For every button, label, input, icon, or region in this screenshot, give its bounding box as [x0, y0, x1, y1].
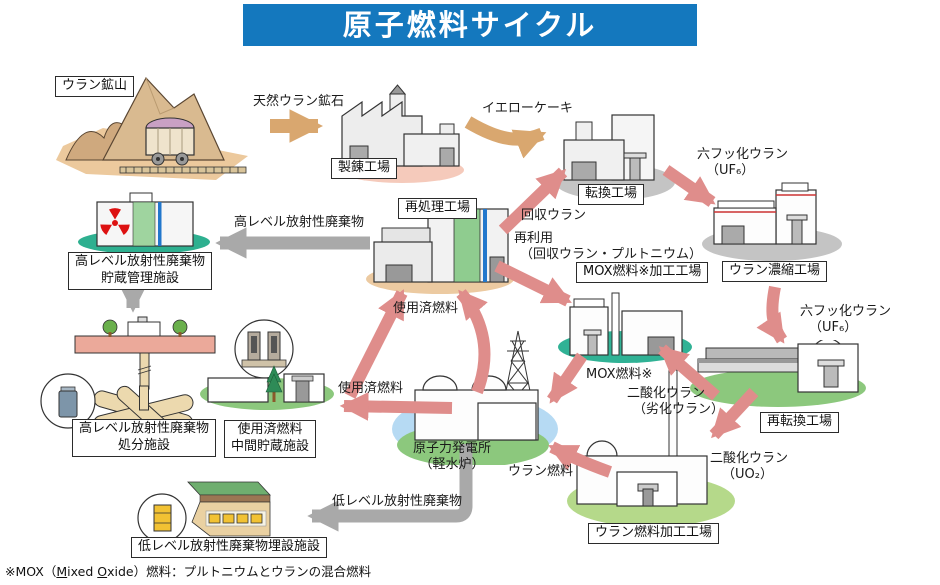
label-mox-fuel: MOX燃料※ [586, 367, 653, 382]
conversion-plant-illustration [555, 114, 675, 200]
label-uo2-depleted-line1: 二酸化ウラン [627, 386, 706, 401]
label-uo2-line1: 二酸化ウラン [710, 451, 789, 466]
page-title: 原子燃料サイクル [243, 4, 697, 46]
arrow-uf6-to-reconversion [756, 285, 788, 344]
label-reuse-line2: （回収ウラン・プルトニウム） [520, 246, 703, 262]
label-spent-fuel-to-interim: 使用済燃料 [338, 381, 404, 396]
enrichment-label: ウラン濃縮工場 [722, 261, 828, 282]
label-llw: 低レベル放射性廃棄物 [332, 494, 463, 509]
power-plant-label-line1: 原子力発電所 [412, 441, 491, 456]
footnote-m-underlined: M [56, 564, 68, 579]
footnote: ※MOX（Mixed Oxide）燃料：プルトニウムとウランの混合燃料 [5, 561, 371, 580]
radiation-icon [100, 208, 130, 235]
hlw-disposal-label-line2: 処分施設 [118, 437, 171, 453]
label-uf6-top-line1: 六フッ化ウラン [697, 147, 789, 162]
hlw-storage-label-line1: 高レベル放射性廃棄物 [75, 254, 206, 269]
llw-burial-illustration [137, 481, 271, 543]
label-uf6-mid-line2: （UF₆） [809, 319, 858, 335]
label-spent-fuel-to-reprocessing: 使用済燃料 [393, 301, 459, 316]
label-uo2-depleted-line2: （劣化ウラン） [633, 401, 725, 417]
label-uranium-fuel: ウラン燃料 [508, 464, 574, 479]
label-recovered-uranium: 回収ウラン [521, 208, 587, 223]
reprocessing-plant-illustration [366, 198, 514, 294]
enrichment-plant-illustration [702, 182, 842, 261]
conversion-label: 転換工場 [578, 184, 645, 205]
label-uf6-mid-line1: 六フッ化ウラン [800, 304, 892, 319]
rail-track-icon [119, 166, 247, 174]
hlw-disposal-illustration [40, 316, 216, 440]
refining-label: 製錬工場 [331, 158, 398, 179]
interim-storage-label-line1: 使用済燃料 [237, 422, 303, 437]
hlw-storage-label-line2: 貯蔵管理施設 [101, 270, 180, 286]
power-plant-label-line2: （軽水炉） [419, 457, 485, 473]
interim-storage-label: 使用済燃料 中間貯蔵施設 [224, 420, 317, 458]
mine-label: ウラン鉱山 [55, 76, 135, 97]
waste-drum-icon [153, 504, 172, 532]
footnote-part3: xide）燃料：プルトニウムとウランの混合燃料 [107, 564, 372, 579]
label-natural-uranium-ore: 天然ウラン鉱石 [253, 94, 345, 109]
label-reuse: 再利用 （回収ウラン・プルトニウム） [514, 231, 702, 262]
uranium-fuel-fab-label: ウラン燃料加工工場 [588, 523, 720, 544]
hlw-disposal-label-line1: 高レベル放射性廃棄物 [79, 421, 210, 436]
hlw-disposal-label: 高レベル放射性廃棄物 処分施設 [72, 419, 217, 457]
llw-burial-label: 低レベル放射性廃棄物埋設施設 [131, 537, 328, 558]
waste-canister-icon [58, 386, 78, 418]
label-uo2-depleted: 二酸化ウラン （劣化ウラン） [627, 386, 724, 417]
power-plant-label: 原子力発電所 （軽水炉） [393, 441, 511, 474]
footnote-part1: ※MOX（ [5, 564, 57, 579]
mox-fuel-fab-illustration [558, 292, 692, 363]
label-hlw: 高レベル放射性廃棄物 [234, 215, 365, 230]
mox-fuel-fab-label: MOX燃料※加工工場 [576, 262, 709, 283]
label-uo2-line2: （UO₂） [722, 466, 773, 482]
label-uo2: 二酸化ウラン （UO₂） [710, 451, 788, 482]
label-uf6-top: 六フッ化ウラン （UF₆） [697, 147, 788, 178]
footnote-part2: ixed [67, 564, 98, 579]
arrow-yellow-cake [464, 116, 547, 159]
interim-storage-illustration [200, 319, 334, 410]
footnote-o-underlined: O [97, 564, 108, 579]
label-uf6-top-line2: （UF₆） [706, 162, 755, 178]
buried-drums-icon [208, 513, 263, 524]
mine-cart-icon [145, 117, 195, 166]
hlw-storage-illustration [78, 192, 210, 254]
label-reuse-line1: 再利用 [514, 231, 554, 246]
hlw-storage-label: 高レベル放射性廃棄物 貯蔵管理施設 [68, 252, 213, 290]
fuel-cask-icon [241, 331, 287, 368]
label-yellow-cake: イエローケーキ [482, 101, 573, 116]
reconversion-label: 再転換工場 [760, 412, 840, 433]
interim-storage-label-line2: 中間貯蔵施設 [231, 438, 310, 454]
tree-icon [102, 319, 188, 337]
tree-icon [265, 365, 283, 402]
uranium-mine-illustration [56, 76, 248, 180]
reprocessing-label: 再処理工場 [398, 198, 478, 219]
label-uf6-mid: 六フッ化ウラン （UF₆） [800, 304, 891, 335]
